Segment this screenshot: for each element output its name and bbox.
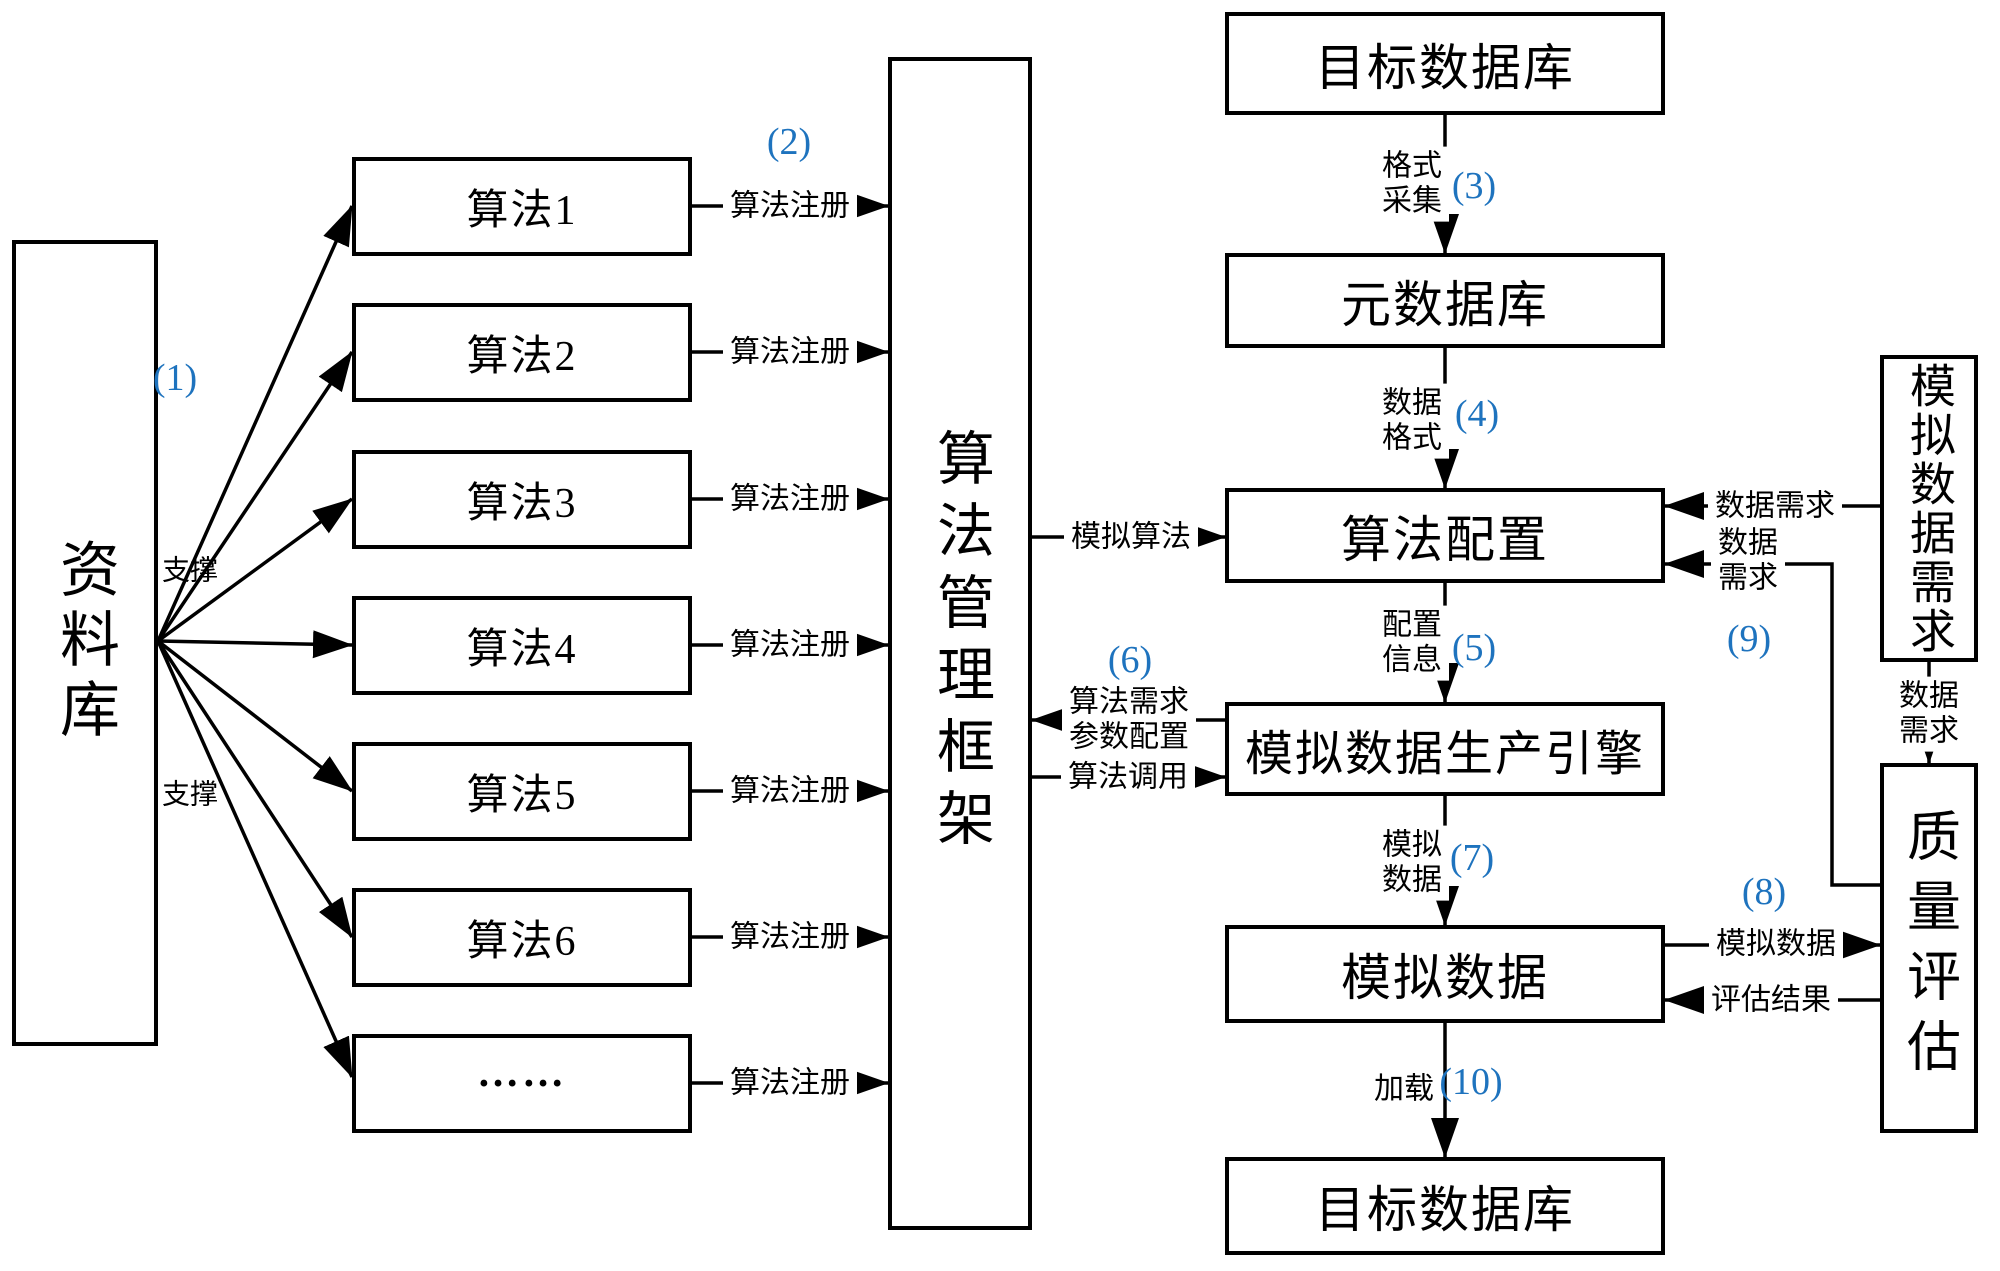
sim-data-requirement-label: 模拟数据需求: [1904, 361, 1955, 656]
algo-requirement-edge-label: 算法需求 参数配置: [1062, 682, 1196, 758]
target-database-top-label: 目标数据库: [1315, 39, 1575, 96]
register-label-1: 算法注册: [723, 186, 857, 226]
step-6-label: (6): [1107, 639, 1153, 681]
target-database-top-box: 目标数据库: [1225, 12, 1665, 115]
step-8-label: (8): [1741, 871, 1787, 913]
step-3-label: (3): [1451, 165, 1497, 207]
algorithm-4-label: 算法4: [466, 627, 578, 673]
metadata-database-label: 元数据库: [1341, 276, 1549, 333]
algorithm-2-box: 算法2: [352, 303, 692, 402]
step-10-label: (10): [1439, 1061, 1503, 1103]
config-info-edge-label: 配置 信息: [1375, 605, 1449, 681]
production-engine-box: 模拟数据生产引擎: [1225, 702, 1665, 796]
step-7-label: (7): [1449, 837, 1495, 879]
algorithm-5-label: 算法5: [466, 773, 578, 819]
algorithm-1-label: 算法1: [466, 188, 578, 234]
eval-result-edge-label: 评估结果: [1704, 980, 1838, 1020]
algorithm-1-box: 算法1: [352, 157, 692, 256]
quality-evaluation-label: 质量评估: [1898, 808, 1959, 1088]
sim-data-flow-edge-label: 模拟 数据: [1375, 825, 1449, 901]
sim-algorithm-edge-label: 模拟算法: [1064, 517, 1198, 557]
algorithm-3-box: 算法3: [352, 450, 692, 549]
repository-box: 资料库: [12, 240, 158, 1046]
register-label-7: 算法注册: [723, 1063, 857, 1103]
algo-call-edge-label: 算法调用: [1061, 757, 1195, 797]
algorithm-6-label: 算法6: [466, 919, 578, 965]
register-label-5: 算法注册: [723, 771, 857, 811]
algorithm-2-label: 算法2: [466, 334, 578, 380]
data-requirement-down-edge-label: 数据 需求: [1892, 676, 1966, 752]
data-requirement-cfg-edge-label: 数据 需求: [1711, 523, 1785, 599]
target-database-bottom-box: 目标数据库: [1225, 1157, 1665, 1255]
support-fan-lines: [156, 205, 354, 1078]
algorithm-config-box: 算法配置: [1225, 488, 1665, 583]
support-label-lower: 支撑: [161, 779, 219, 811]
algorithm-6-box: 算法6: [352, 888, 692, 987]
data-format-edge-label: 数据 格式: [1375, 383, 1449, 459]
step-2-label: (2): [766, 121, 812, 163]
algorithm-3-label: 算法3: [466, 481, 578, 527]
step-1-label: (1): [152, 357, 198, 399]
sim-data-out-edge-label: 模拟数据: [1709, 924, 1843, 964]
algorithm-5-box: 算法5: [352, 742, 692, 841]
sim-data-requirement-box: 模拟数据需求: [1880, 355, 1978, 662]
algorithm-more-label: ……: [477, 1049, 567, 1096]
repository-label: 资料库: [51, 538, 118, 748]
algorithm-4-box: 算法4: [352, 596, 692, 695]
quality-evaluation-box: 质量评估: [1880, 763, 1978, 1133]
algorithm-management-framework-box: 算法管理框架: [888, 57, 1032, 1230]
algorithm-management-framework-label: 算法管理框架: [928, 427, 993, 860]
algorithm-more-box: ……: [352, 1034, 692, 1133]
format-collection-edge-label: 格式 采集: [1375, 146, 1449, 222]
simulation-data-label: 模拟数据: [1341, 950, 1549, 1006]
support-label-upper: 支撑: [161, 555, 219, 587]
register-label-6: 算法注册: [723, 917, 857, 957]
step-9-label: (9): [1726, 618, 1772, 660]
data-requirement-top-edge-label: 数据需求: [1708, 486, 1842, 526]
production-engine-label: 模拟数据生产引擎: [1244, 728, 1645, 781]
algorithm-config-label: 算法配置: [1341, 511, 1549, 568]
register-label-2: 算法注册: [723, 332, 857, 372]
load-edge-label: 加载: [1367, 1069, 1441, 1109]
step-4-label: (4): [1454, 393, 1500, 435]
target-database-bottom-label: 目标数据库: [1315, 1182, 1575, 1238]
register-label-3: 算法注册: [723, 479, 857, 519]
step-5-label: (5): [1451, 627, 1497, 669]
metadata-database-box: 元数据库: [1225, 253, 1665, 348]
simulation-data-box: 模拟数据: [1225, 925, 1665, 1023]
register-label-4: 算法注册: [723, 625, 857, 665]
